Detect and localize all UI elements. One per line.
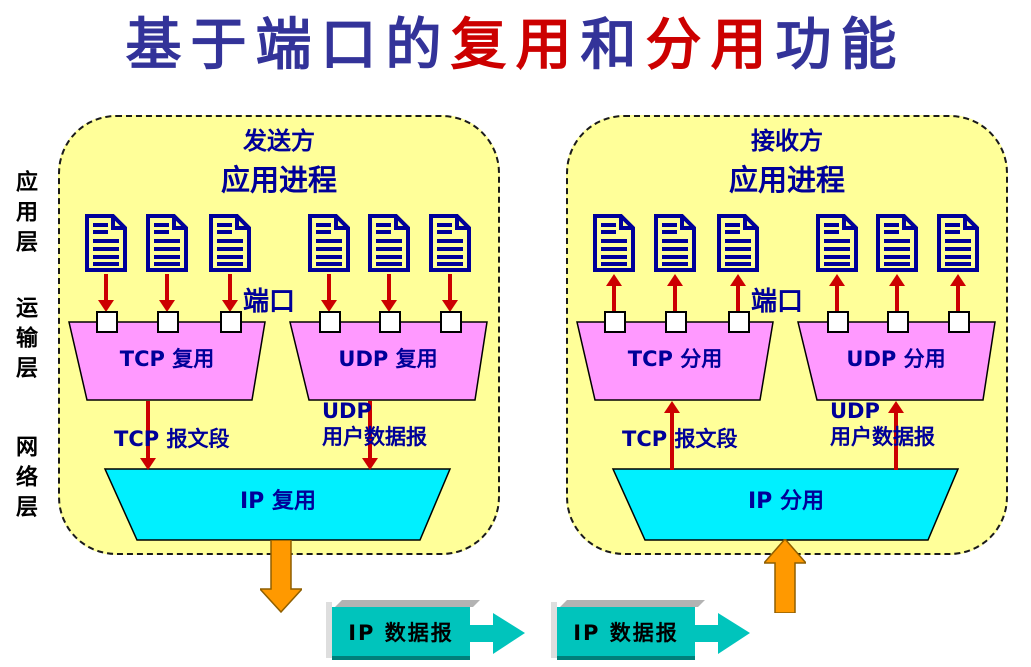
label-network-layer: 网络层 bbox=[12, 435, 37, 525]
packet-top-bevel bbox=[560, 600, 705, 607]
tcp-mux-trapezoid bbox=[68, 321, 266, 401]
tcp-mux-label: TCP 复用 bbox=[119, 347, 215, 371]
down-arrow-icon bbox=[140, 401, 156, 470]
port-square bbox=[827, 311, 849, 333]
title-part: 复用 bbox=[450, 13, 581, 78]
tcp-segment-label: TCP 报文段 bbox=[622, 427, 738, 451]
teal-right-arrow-icon bbox=[468, 613, 525, 654]
up-arrow-icon bbox=[889, 274, 905, 312]
port-square bbox=[319, 311, 341, 333]
down-arrow-icon bbox=[222, 274, 238, 312]
ip-datagram-box: IP 数据报 bbox=[326, 600, 525, 660]
title-part: 和 bbox=[580, 13, 646, 78]
packet-side-bevel bbox=[551, 602, 557, 658]
receiver-port-label: 端口 bbox=[751, 287, 804, 317]
udp-datagram-label: UDP 用户数据报 bbox=[322, 398, 427, 451]
sender-role-label: 发送方 bbox=[243, 127, 315, 155]
receiver-role-label: 接收方 bbox=[751, 127, 823, 155]
title-part: 分用 bbox=[645, 13, 776, 78]
port-square bbox=[157, 311, 179, 333]
down-arrow-icon bbox=[159, 274, 175, 312]
udp-datagram-line1: UDP bbox=[830, 399, 880, 423]
tcp-demux-trapezoid bbox=[576, 321, 774, 401]
ip-demux-trapezoid bbox=[611, 468, 960, 541]
udp-datagram-line2: 用户数据报 bbox=[322, 425, 427, 450]
sender-port-label: 端口 bbox=[243, 287, 296, 317]
port-square bbox=[220, 311, 242, 333]
label-application-layer: 应用层 bbox=[12, 170, 37, 260]
udp-mux-trapezoid bbox=[289, 321, 488, 401]
udp-demux-trapezoid bbox=[797, 321, 996, 401]
up-arrow-icon bbox=[950, 274, 966, 312]
port-square bbox=[96, 311, 118, 333]
down-arrow-icon bbox=[381, 274, 397, 312]
udp-datagram-line2: 用户数据报 bbox=[830, 425, 935, 450]
udp-datagram-label: UDP 用户数据报 bbox=[830, 398, 935, 451]
orange-down-arrow-icon bbox=[260, 540, 302, 613]
ip-datagram-box: IP 数据报 bbox=[551, 600, 750, 660]
receiver-shapes bbox=[576, 321, 996, 541]
up-arrow-icon bbox=[829, 274, 845, 312]
down-arrow-icon bbox=[442, 274, 458, 312]
down-arrow-icon bbox=[321, 274, 337, 312]
udp-demux-label: UDP 分用 bbox=[846, 347, 946, 371]
port-square bbox=[604, 311, 626, 333]
up-arrow-icon bbox=[664, 401, 680, 470]
label-transport-layer: 运输层 bbox=[12, 296, 37, 386]
up-arrow-icon bbox=[888, 401, 904, 470]
title-part: 基于端口的 bbox=[125, 13, 451, 78]
packet-top-bevel bbox=[335, 600, 480, 607]
udp-datagram-line1: UDP bbox=[322, 399, 372, 423]
udp-mux-label: UDP 复用 bbox=[338, 347, 438, 371]
ip-demux-label: IP 分用 bbox=[748, 489, 824, 514]
receiver-panel: 接收方 应用进程 端口 TCP 分用 UDP 分用 TCP 报文段 bbox=[566, 115, 1008, 555]
tcp-segment-label: TCP 报文段 bbox=[114, 427, 230, 451]
ip-mux-label: IP 复用 bbox=[240, 489, 316, 514]
port-square bbox=[440, 311, 462, 333]
port-square bbox=[948, 311, 970, 333]
up-arrow-icon bbox=[606, 274, 622, 312]
down-arrow-icon bbox=[362, 401, 378, 470]
port-square bbox=[728, 311, 750, 333]
port-square bbox=[887, 311, 909, 333]
port-square bbox=[665, 311, 687, 333]
sender-panel: 发送方 应用进程 端口 TCP 复用 UDP 复用 TCP 报文段 bbox=[58, 115, 500, 555]
sender-shapes bbox=[68, 321, 488, 541]
up-arrow-icon bbox=[730, 274, 746, 312]
receiver-app-process-label: 应用进程 bbox=[728, 163, 845, 197]
ip-datagram-label: IP 数据报 bbox=[557, 607, 695, 660]
page-title: 基于端口的复用和分用功能 bbox=[0, 13, 1031, 78]
tcp-demux-label: TCP 分用 bbox=[627, 347, 723, 371]
teal-right-arrow-icon bbox=[693, 613, 750, 654]
port-square bbox=[379, 311, 401, 333]
up-arrow-icon bbox=[667, 274, 683, 312]
ip-mux-trapezoid bbox=[103, 468, 452, 541]
sender-app-process-label: 应用进程 bbox=[220, 163, 337, 197]
packet-side-bevel bbox=[326, 602, 332, 658]
title-part: 功能 bbox=[775, 13, 906, 78]
ip-datagram-label: IP 数据报 bbox=[332, 607, 470, 660]
down-arrow-icon bbox=[98, 274, 114, 312]
orange-up-arrow-icon bbox=[764, 539, 806, 613]
